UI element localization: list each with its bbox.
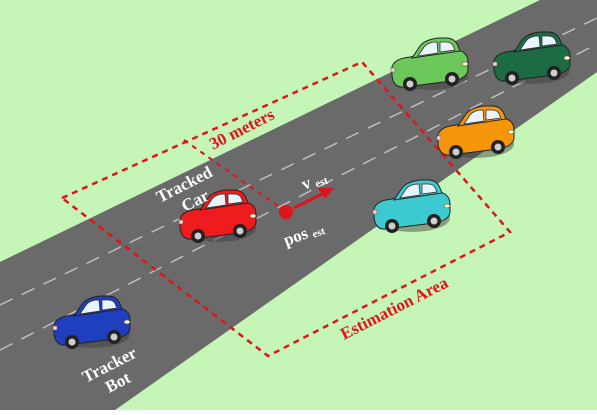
estimated-position-dot (279, 205, 293, 219)
